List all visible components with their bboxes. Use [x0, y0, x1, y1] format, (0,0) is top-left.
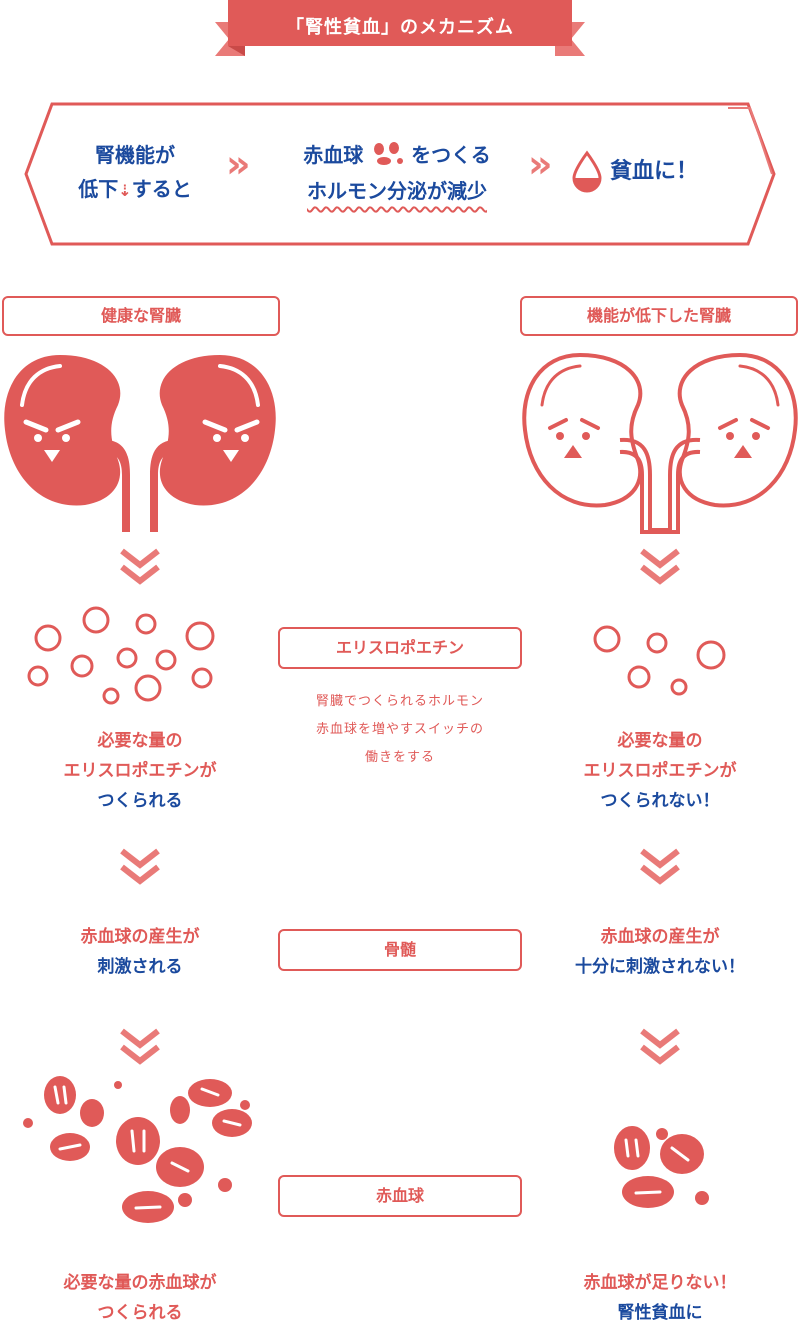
blood-drop-icon: [570, 150, 604, 194]
right-step1-line3: つくられない！: [520, 786, 800, 816]
left-step3-line2: つくられる: [0, 1298, 280, 1328]
banner-part3: 貧血に！: [610, 155, 740, 189]
chevron-down-icon: [118, 1025, 162, 1069]
impaired-kidney-icon: [520, 350, 800, 535]
left-step1-line3: つくられる: [0, 786, 280, 816]
chevron-down-icon: [118, 845, 162, 889]
banner-part2-line2: ホルモン分泌が減少: [262, 174, 532, 208]
epo-desc-line2: 赤血球を増やすスイッチの: [250, 716, 550, 744]
impaired-kidney-label: 機能が低下した腎臓: [520, 296, 798, 336]
banner-part2-line1: 赤血球 をつくる: [262, 138, 532, 172]
chevron-right-icon: »: [226, 145, 251, 183]
epo-label: エリスロポエチン: [278, 627, 522, 669]
epo-bubbles-few: [585, 615, 735, 705]
red-blood-cell-label: 赤血球: [278, 1175, 522, 1217]
right-step1-line2: エリスロポエチンが: [520, 756, 800, 786]
right-step2-line1: 赤血球の産生が: [520, 922, 800, 952]
red-blood-cell-icon: [370, 141, 404, 167]
chevron-down-icon: [118, 545, 162, 589]
page-title: 「腎性貧血」のメカニズム: [228, 10, 572, 46]
left-step2-line2: 刺激される: [0, 952, 280, 982]
chevron-down-icon: [638, 845, 682, 889]
red-blood-cells-few: [610, 1120, 720, 1215]
banner-part1-line2: 低下⇣すると: [50, 172, 220, 208]
healthy-kidney-icon: [0, 350, 280, 535]
left-step1-line2: エリスロポエチンが: [0, 756, 280, 786]
chevron-down-icon: [638, 1025, 682, 1069]
right-step3-line1: 赤血球が足りない！: [520, 1268, 800, 1298]
chevron-right-icon: »: [528, 145, 553, 183]
banner-part1-line1: 腎機能が: [50, 138, 220, 172]
chevron-down-icon: [638, 545, 682, 589]
red-blood-cells-many: [20, 1065, 260, 1230]
epo-desc-line1: 腎臓でつくられるホルモン: [250, 688, 550, 716]
left-step2-line1: 赤血球の産生が: [0, 922, 280, 952]
right-step3-line2: 腎性貧血に: [520, 1298, 800, 1328]
epo-bubbles-many: [20, 600, 240, 710]
epo-desc-line3: 働きをする: [250, 744, 550, 772]
bone-marrow-label: 骨髄: [278, 929, 522, 971]
right-step2-line2: 十分に刺激されない！: [520, 952, 800, 982]
down-arrow-icon: ⇣: [118, 181, 131, 200]
left-step1-line1: 必要な量の: [0, 726, 280, 756]
left-step3-line1: 必要な量の赤血球が: [0, 1268, 280, 1298]
healthy-kidney-label: 健康な腎臓: [2, 296, 280, 336]
right-step1-line1: 必要な量の: [520, 726, 800, 756]
